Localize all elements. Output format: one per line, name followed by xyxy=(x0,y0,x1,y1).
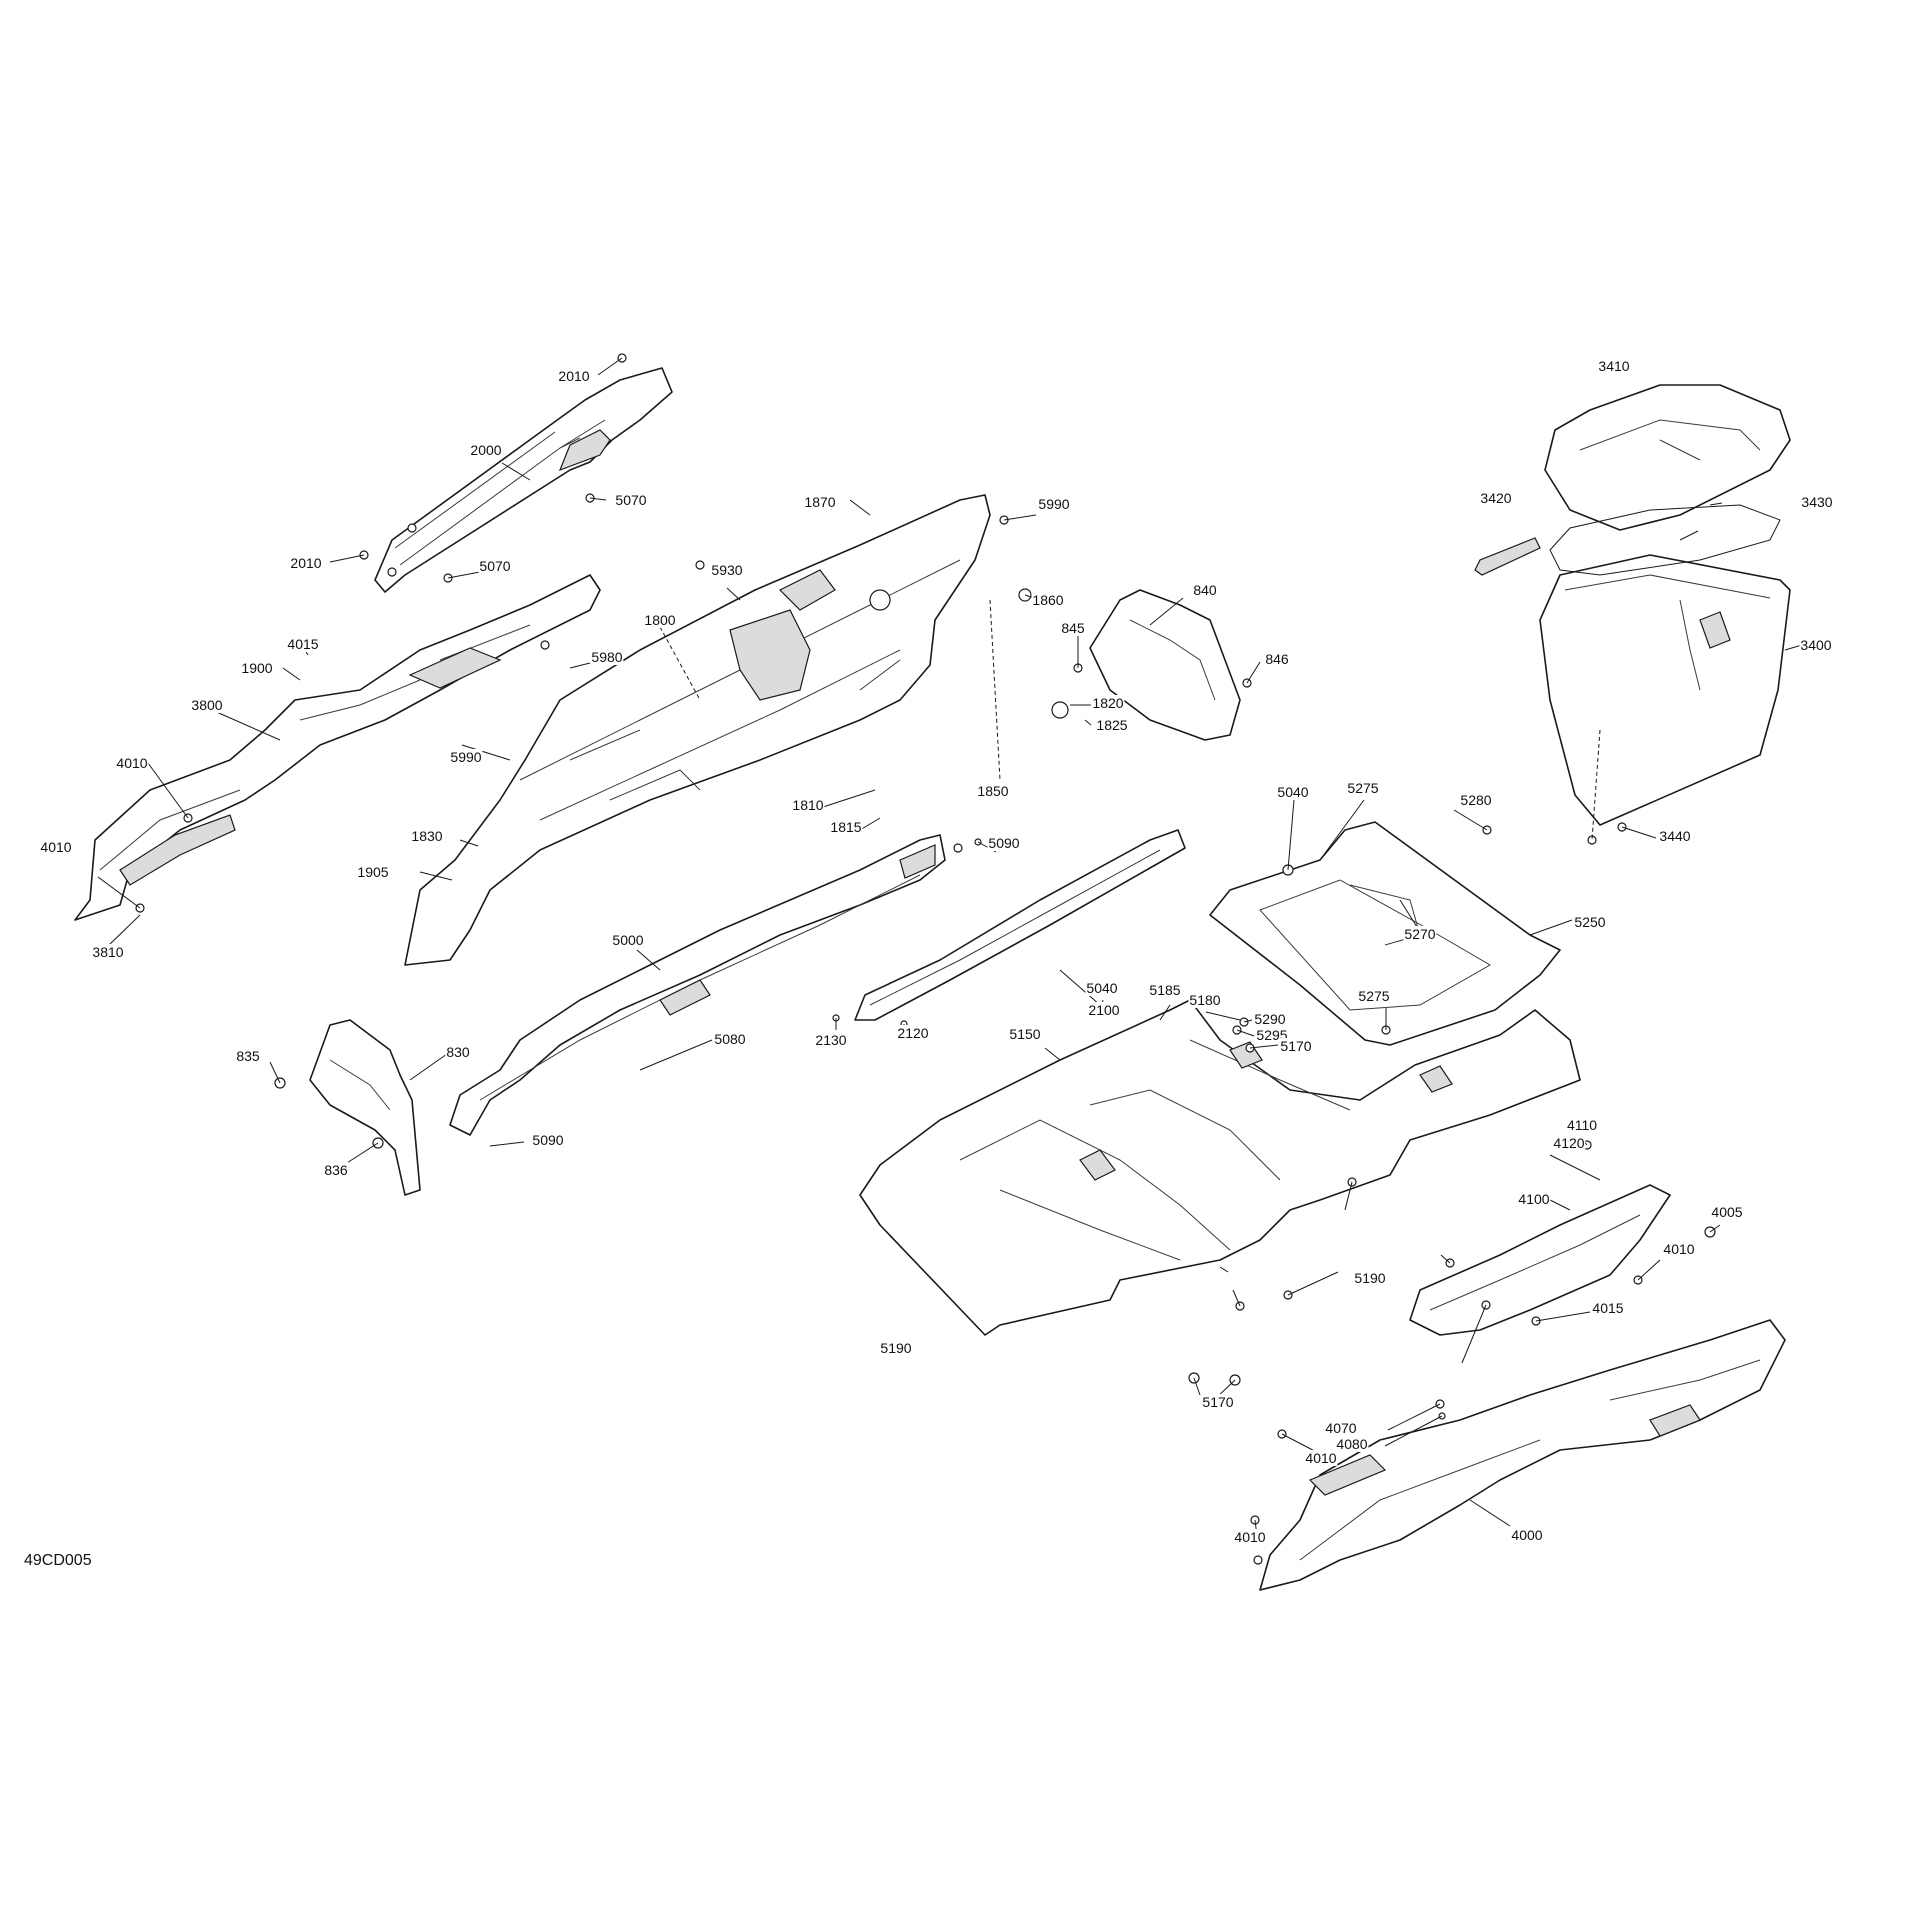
callout-5070-lower: 5070 xyxy=(478,558,512,574)
part-2000 xyxy=(374,367,673,593)
callout-5275-upper: 5275 xyxy=(1346,780,1380,796)
callout-1905: 1905 xyxy=(356,864,390,880)
callout-5190-right: 5190 xyxy=(1353,1270,1387,1286)
callout-4010-right-upper: 4010 xyxy=(1662,1241,1696,1257)
part-5150 xyxy=(859,999,1581,1336)
callout-4010-right-middle: 4010 xyxy=(1304,1450,1338,1466)
callout-5150: 5150 xyxy=(1008,1026,1042,1042)
callout-1800: 1800 xyxy=(643,612,677,628)
callout-4005: 4005 xyxy=(1710,1204,1744,1220)
callout-1825: 1825 xyxy=(1095,717,1129,733)
callout-830: 830 xyxy=(445,1044,471,1060)
callout-2130: 2130 xyxy=(814,1032,848,1048)
callout-5170-upper: 5170 xyxy=(1279,1038,1313,1054)
part-3400 xyxy=(1539,554,1791,826)
callout-5990-lower: 5990 xyxy=(449,749,483,765)
callout-5070-upper: 5070 xyxy=(614,492,648,508)
callout-4015-right: 4015 xyxy=(1591,1300,1625,1316)
callout-5275-lower: 5275 xyxy=(1357,988,1391,1004)
callout-1850: 1850 xyxy=(976,783,1010,799)
callout-1870: 1870 xyxy=(803,494,837,510)
callout-4120: 4120 xyxy=(1552,1135,1586,1151)
callout-1860: 1860 xyxy=(1031,592,1065,608)
callout-4100: 4100 xyxy=(1517,1191,1551,1207)
callout-5080: 5080 xyxy=(713,1031,747,1047)
callout-4110: 4110 xyxy=(1565,1117,1599,1133)
callout-1810: 1810 xyxy=(791,797,825,813)
callout-4010-left-lower: 4010 xyxy=(39,839,73,855)
callout-5170-lower: 5170 xyxy=(1201,1394,1235,1410)
callout-5250: 5250 xyxy=(1573,914,1607,930)
callout-1820: 1820 xyxy=(1091,695,1125,711)
callout-5040-lower: 5040 xyxy=(1085,980,1119,996)
callout-2000: 2000 xyxy=(469,442,503,458)
callout-5185: 5185 xyxy=(1148,982,1182,998)
callout-5180: 5180 xyxy=(1188,992,1222,1008)
callout-845: 845 xyxy=(1060,620,1086,636)
part-830 xyxy=(309,1019,421,1196)
callout-840: 840 xyxy=(1192,582,1218,598)
callout-5980: 5980 xyxy=(590,649,624,665)
callout-5000: 5000 xyxy=(611,932,645,948)
callout-5930: 5930 xyxy=(710,562,744,578)
part-1800 xyxy=(404,494,991,966)
callout-4010-left-upper: 4010 xyxy=(115,755,149,771)
callout-5290: 5290 xyxy=(1253,1011,1287,1027)
part-3800 xyxy=(74,574,601,921)
callout-4080: 4080 xyxy=(1335,1436,1369,1452)
callout-2010-left: 2010 xyxy=(289,555,323,571)
callout-2010-top: 2010 xyxy=(557,368,591,384)
callout-3440: 3440 xyxy=(1658,828,1692,844)
part-3410 xyxy=(1544,384,1791,531)
callout-836: 836 xyxy=(323,1162,349,1178)
part-2100 xyxy=(854,829,1186,1021)
callout-3410: 3410 xyxy=(1597,358,1631,374)
callout-1900: 1900 xyxy=(240,660,274,676)
part-4100 xyxy=(1409,1184,1671,1336)
callout-5090-lower: 5090 xyxy=(531,1132,565,1148)
callout-5990-upper: 5990 xyxy=(1037,496,1071,512)
callout-4070: 4070 xyxy=(1324,1420,1358,1436)
callout-3400: 3400 xyxy=(1799,637,1833,653)
callout-4015-left: 4015 xyxy=(286,636,320,652)
callout-3810: 3810 xyxy=(91,944,125,960)
callout-5190-left: 5190 xyxy=(879,1340,913,1356)
callout-5040-upper: 5040 xyxy=(1276,784,1310,800)
callout-2120: 2120 xyxy=(896,1025,930,1041)
callout-3800: 3800 xyxy=(190,697,224,713)
callout-835: 835 xyxy=(235,1048,261,1064)
callout-2100: 2100 xyxy=(1087,1002,1121,1018)
callout-4000: 4000 xyxy=(1510,1527,1544,1543)
callout-5280: 5280 xyxy=(1459,792,1493,808)
part-3420 xyxy=(1474,537,1541,576)
part-3430 xyxy=(1549,504,1781,576)
callout-4010-right-lower: 4010 xyxy=(1233,1529,1267,1545)
drawing-code: 49CD005 xyxy=(24,1552,92,1569)
part-5000 xyxy=(449,834,946,1136)
callout-1830: 1830 xyxy=(410,828,444,844)
callout-1815: 1815 xyxy=(829,819,863,835)
part-840 xyxy=(1089,589,1241,741)
part-4000 xyxy=(1259,1319,1786,1591)
callout-3420: 3420 xyxy=(1479,490,1513,506)
callout-5090-upper: 5090 xyxy=(987,835,1021,851)
callout-846: 846 xyxy=(1264,651,1290,667)
callout-5270: 5270 xyxy=(1403,926,1437,942)
callout-3430: 3430 xyxy=(1800,494,1834,510)
